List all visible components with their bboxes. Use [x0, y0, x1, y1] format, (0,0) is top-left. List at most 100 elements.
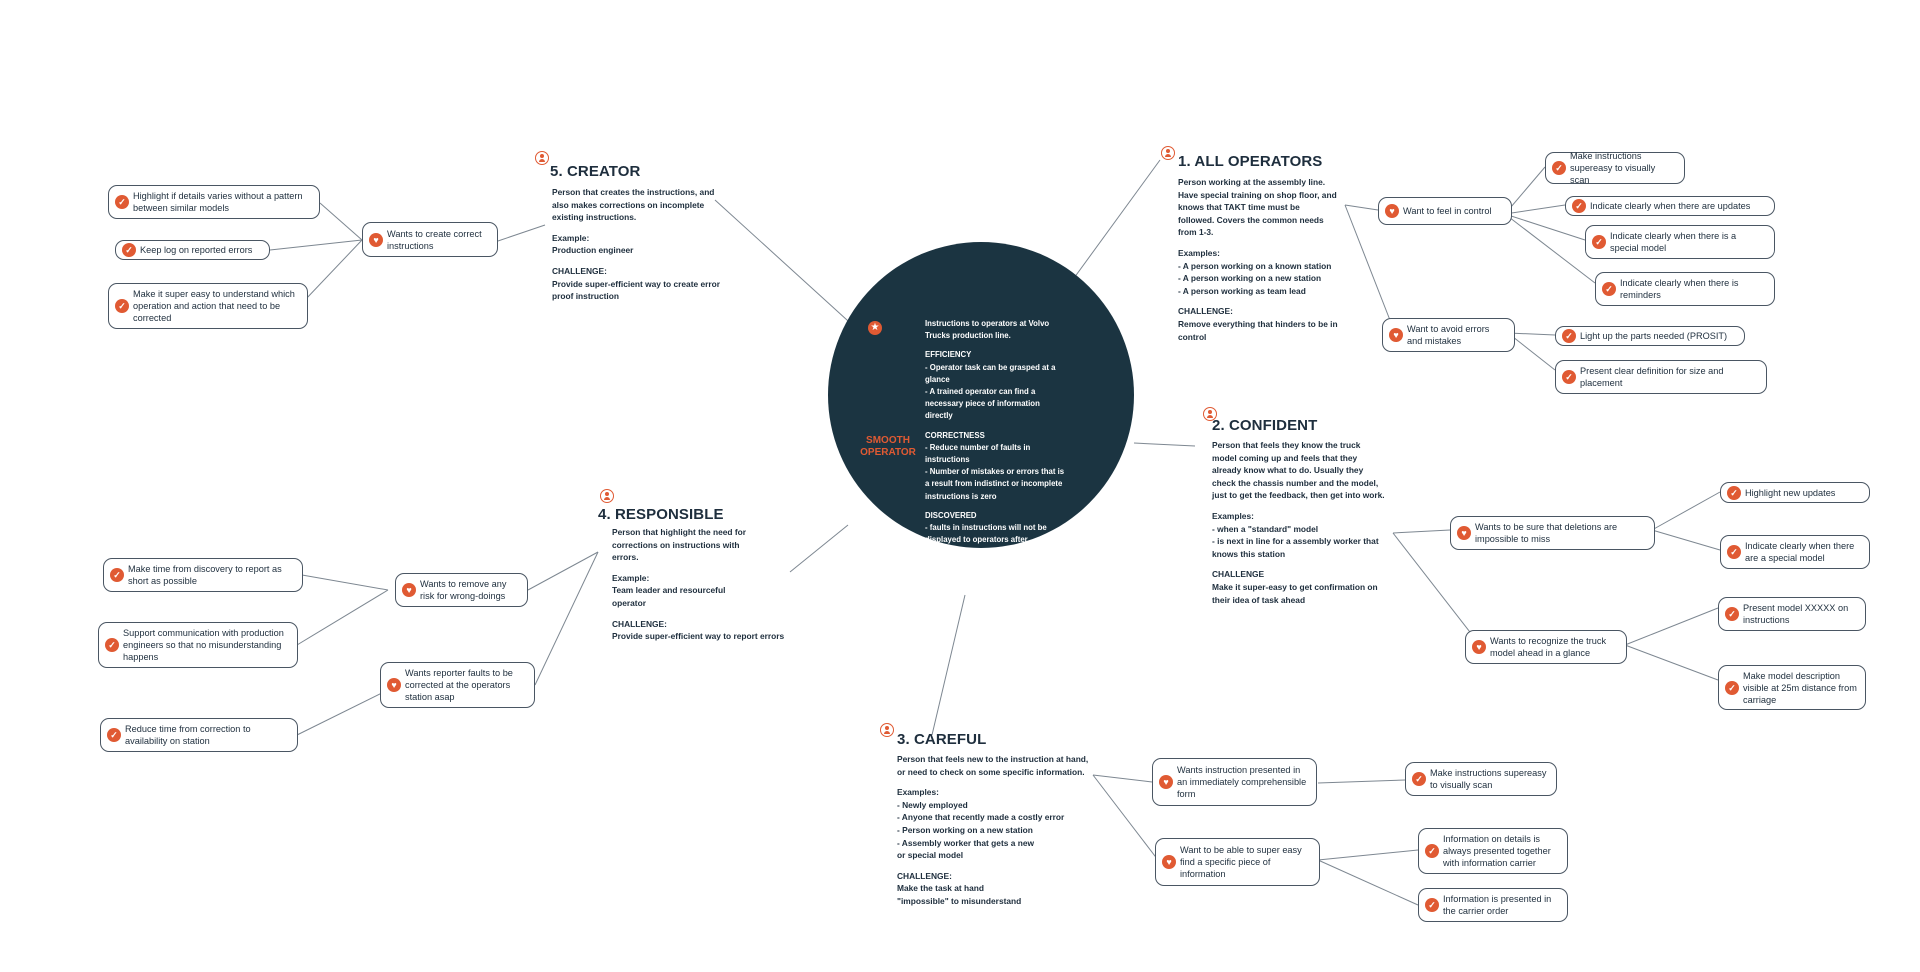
heart-icon — [1457, 526, 1471, 540]
center-description: Instructions to operators at Volvo Truck… — [925, 318, 1065, 559]
challenge-text: Provide super-efficient way to report er… — [612, 631, 785, 642]
need-node[interactable]: Want to be able to super easy find a spe… — [1155, 838, 1320, 886]
examples-heading: Examples: — [1212, 510, 1254, 521]
efficiency-heading: EFFICIENCY — [925, 350, 972, 360]
person-icon — [600, 489, 614, 503]
detail-label: Support communication with production en… — [123, 628, 284, 662]
example-item: - A person working on a known station — [1178, 260, 1332, 271]
example-item: - A person working on a new station — [1178, 273, 1322, 284]
detail-label: Present model XXXXX on instructions — [1743, 603, 1849, 625]
heart-icon — [402, 583, 416, 597]
check-icon — [122, 243, 136, 257]
heart-icon — [1159, 775, 1173, 789]
persona-title-careful: 3. CAREFUL — [897, 731, 987, 748]
check-icon — [1725, 680, 1739, 695]
need-label: Want to be able to super easy find a spe… — [1180, 845, 1302, 879]
person-icon — [1203, 407, 1217, 421]
detail-node[interactable]: Indicate clearly when there are updates — [1565, 196, 1775, 216]
detail-node[interactable]: Indicate clearly when there are a specia… — [1720, 535, 1870, 569]
heart-icon — [387, 678, 401, 692]
need-label: Want to feel in control — [1403, 206, 1492, 216]
detail-node[interactable]: Present model XXXXX on instructions — [1718, 597, 1866, 631]
example-item: - A person working as team lead — [1178, 285, 1306, 296]
challenge-text: Make it super-easy to get confirmation o… — [1212, 581, 1378, 605]
need-label: Wants to be sure that deletions are impo… — [1475, 522, 1618, 544]
persona-text-all-operators: Person working at the assembly line. Hav… — [1178, 176, 1338, 351]
need-node[interactable]: Want to feel in control — [1378, 197, 1512, 225]
challenge-heading: CHALLENGE: — [552, 265, 607, 276]
examples-heading: Example: — [552, 232, 590, 243]
detail-node[interactable]: Keep log on reported errors — [115, 240, 270, 260]
discovered-heading: DISCOVERED — [925, 510, 977, 520]
check-icon — [115, 299, 129, 313]
detail-node[interactable]: Light up the parts needed (PROSIT) — [1555, 326, 1745, 346]
check-icon — [110, 568, 124, 582]
persona-title-responsible: 4. RESPONSIBLE — [598, 506, 724, 523]
heart-icon — [1389, 328, 1403, 342]
need-node[interactable]: Wants to remove any risk for wrong-doing… — [395, 573, 528, 607]
example-item: - Newly employed — [897, 799, 968, 810]
detail-label: Make instructions supereasy to visually … — [1430, 768, 1547, 790]
need-label: Wants instruction presented in an immedi… — [1177, 765, 1307, 799]
check-icon — [105, 638, 119, 652]
check-icon — [115, 195, 129, 209]
detail-node[interactable]: Highlight if details varies without a pa… — [108, 185, 320, 219]
examples-heading: Example: — [612, 572, 650, 583]
detail-node[interactable]: Indicate clearly when there is reminders — [1595, 272, 1775, 306]
need-node[interactable]: Wants to be sure that deletions are impo… — [1450, 516, 1655, 550]
efficiency-item: - Operator task can be grasped at a glan… — [925, 362, 1056, 384]
detail-node[interactable]: Support communication with production en… — [98, 622, 298, 668]
persona-text-confident: Person that feels they know the truck mo… — [1212, 439, 1387, 614]
detail-node[interactable]: Make model description visible at 25m di… — [1718, 665, 1866, 710]
detail-node[interactable]: Reduce time from correction to availabil… — [100, 718, 298, 752]
need-node[interactable]: Wants instruction presented in an immedi… — [1152, 758, 1317, 806]
detail-label: Present clear definition for size and pl… — [1580, 366, 1724, 388]
example-item: - when a "standard" model — [1212, 523, 1319, 534]
detail-label: Make it super easy to understand which o… — [133, 289, 295, 323]
detail-node[interactable]: Make it super easy to understand which o… — [108, 283, 308, 329]
heart-icon — [1385, 204, 1399, 218]
need-node[interactable]: Wants to recognize the truck model ahead… — [1465, 630, 1627, 664]
example-item: Team leader and resourceful operator — [612, 585, 726, 608]
challenge-text: Make the task at hand "impossible" to mi… — [897, 883, 1022, 906]
challenge-heading: CHALLENGE: — [1178, 306, 1233, 317]
persona-description: Person that creates the instructions, an… — [552, 187, 715, 223]
persona-text-careful: Person that feels new to the instruction… — [897, 753, 1097, 916]
detail-node[interactable]: Information is presented in the carrier … — [1418, 888, 1568, 922]
need-node[interactable]: Want to avoid errors and mistakes — [1382, 318, 1515, 352]
need-label: Wants to remove any risk for wrong-doing… — [420, 579, 507, 601]
detail-node[interactable]: Information on details is always present… — [1418, 828, 1568, 874]
check-icon — [1725, 607, 1739, 621]
detail-node[interactable]: Make time from discovery to report as sh… — [103, 558, 303, 592]
check-icon — [1592, 235, 1606, 249]
check-icon — [107, 728, 121, 742]
detail-node[interactable]: Make instructions supereasy to visually … — [1545, 151, 1685, 185]
detail-node[interactable]: Make instructions supereasy to visually … — [1405, 762, 1557, 796]
detail-node[interactable]: Highlight new updates — [1720, 482, 1870, 503]
persona-text-responsible: Person that highlight the need for corre… — [612, 526, 787, 651]
heart-icon — [1472, 640, 1486, 654]
star-icon: ★ — [868, 321, 882, 335]
detail-label: Make time from discovery to report as sh… — [128, 564, 282, 586]
challenge-text: Provide super-efficient way to create er… — [552, 278, 721, 302]
example-item: - Person working on a new station — [897, 824, 1033, 835]
need-node[interactable]: Wants to create correct instructions — [362, 222, 498, 257]
persona-title-creator: 5. CREATOR — [550, 163, 641, 180]
person-icon — [535, 151, 549, 165]
detail-label: Highlight if details varies without a pa… — [133, 191, 303, 213]
efficiency-item: - A trained operator can find a necessar… — [925, 387, 1040, 421]
persona-title-all-operators: 1. ALL OPERATORS — [1178, 153, 1323, 170]
heart-icon — [1162, 855, 1176, 869]
challenge-heading: CHALLENGE: — [897, 870, 952, 881]
need-label: Want to avoid errors and mistakes — [1407, 324, 1490, 346]
persona-description: Person that highlight the need for corre… — [612, 527, 746, 563]
detail-label: Indicate clearly when there is reminders — [1620, 278, 1739, 300]
need-node[interactable]: Wants reporter faults to be corrected at… — [380, 662, 535, 708]
example-item: - Anyone that recently made a costly err… — [897, 812, 1065, 823]
persona-description: Person that feels new to the instruction… — [897, 754, 1089, 777]
persona-text-creator: Person that creates the instructions, an… — [552, 186, 721, 311]
persona-description: Person that feels they know the truck mo… — [1212, 440, 1385, 501]
detail-label: Reduce time from correction to availabil… — [125, 724, 251, 746]
detail-node[interactable]: Present clear definition for size and pl… — [1555, 360, 1767, 394]
detail-node[interactable]: Indicate clearly when there is a special… — [1585, 225, 1775, 259]
